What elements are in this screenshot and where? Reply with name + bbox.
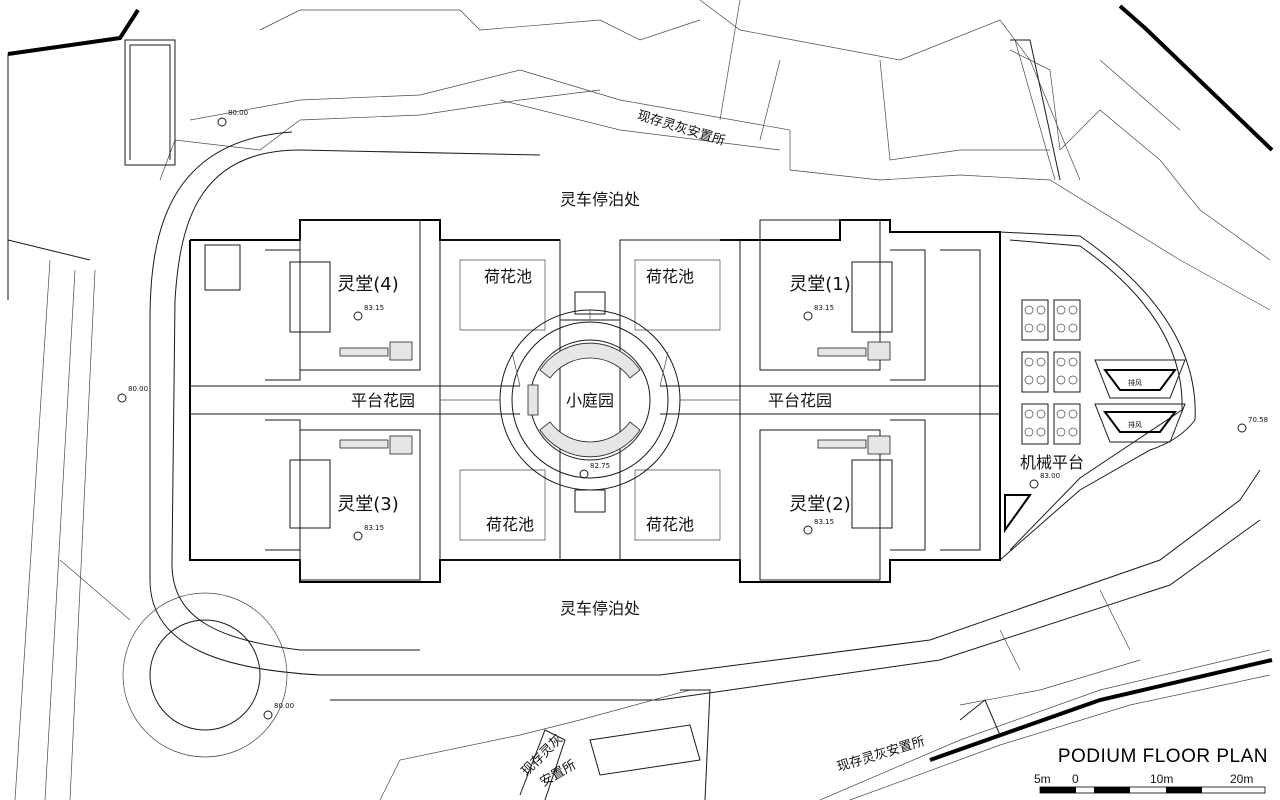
surrounding-site-lines xyxy=(14,0,1271,800)
svg-text:80.00: 80.00 xyxy=(274,702,294,710)
fan-icon xyxy=(1036,375,1046,385)
plan-title: PODIUM FLOOR PLAN xyxy=(1057,746,1268,767)
building-outline xyxy=(189,219,1196,583)
fan-icon xyxy=(1024,323,1034,333)
fan-icon xyxy=(1068,323,1078,333)
fan-icon xyxy=(1056,427,1066,437)
hall-label-4: 灵堂(4) xyxy=(337,274,399,295)
level-marker-courtyard: 82.75 xyxy=(579,462,610,479)
hall-label-2: 灵堂(2) xyxy=(789,494,851,515)
svg-text:80.00: 80.00 xyxy=(128,385,148,393)
small-courtyard-label: 小庭园 xyxy=(566,391,614,410)
fan-unit xyxy=(1053,403,1081,445)
fan-icon xyxy=(1068,375,1078,385)
svg-text:83.15: 83.15 xyxy=(364,524,384,532)
fan-icon xyxy=(1024,409,1034,419)
level-marker-site-bottom: 80.00 xyxy=(263,702,294,720)
fan-icon xyxy=(1056,357,1066,367)
fan-icon xyxy=(1036,305,1046,315)
site-boundary xyxy=(7,4,1274,762)
fan-icon xyxy=(1056,375,1066,385)
fan-icon xyxy=(1056,409,1066,419)
level-marker-site-left: 80.00 xyxy=(117,385,148,403)
fan-icon xyxy=(1036,409,1046,419)
lotus-pond-label-ne: 荷花池 xyxy=(646,267,694,286)
svg-text:80.00: 80.00 xyxy=(228,109,248,117)
level-marker-site-top: 80.00 xyxy=(217,109,248,127)
lotus-pond-label-sw: 荷花池 xyxy=(486,515,534,534)
fan-icon xyxy=(1068,427,1078,437)
fan-icon xyxy=(1036,357,1046,367)
svg-text:82.75: 82.75 xyxy=(590,462,610,470)
courtyard xyxy=(440,309,740,491)
lotus-pond-label-nw: 荷花池 xyxy=(484,267,532,286)
level-marker-hall-1: 83.15 xyxy=(803,304,834,321)
svg-text:83.15: 83.15 xyxy=(814,518,834,526)
fan-unit xyxy=(1021,351,1049,393)
terrace-garden-label-left: 平台花园 xyxy=(351,391,415,410)
svg-text:83.15: 83.15 xyxy=(814,304,834,312)
fan-icon xyxy=(1056,305,1066,315)
hearse-parking-label-bottom: 灵车停泊处 xyxy=(560,599,640,618)
fan-icon xyxy=(1056,323,1066,333)
fan-icon xyxy=(1036,323,1046,333)
vent-label-2: 排风 xyxy=(1128,420,1142,429)
fan-unit xyxy=(1053,299,1081,341)
fan-icon xyxy=(1024,305,1034,315)
scale-bar: 5m 0 10m 20m xyxy=(1034,772,1266,794)
fan-icon xyxy=(1068,357,1078,367)
columbarium-label-bottom-right: 现存灵灰安置所 xyxy=(835,734,926,775)
hall-label-1: 灵堂(1) xyxy=(789,274,851,295)
mech-platform-label: 机械平台 xyxy=(1020,453,1084,472)
columbarium-label-top: 现存灵灰安置所 xyxy=(635,108,726,149)
level-marker-mech: 83.00 xyxy=(1029,472,1060,489)
lotus-pond-label-se: 荷花池 xyxy=(646,515,694,534)
fan-icon xyxy=(1024,375,1034,385)
fan-icon xyxy=(1024,427,1034,437)
level-marker-site-right: 70.58 xyxy=(1237,416,1268,433)
fan-unit xyxy=(1021,299,1049,341)
fan-icon xyxy=(1036,427,1046,437)
scale-label-10m: 10m xyxy=(1150,772,1173,786)
level-marker-hall-2: 83.15 xyxy=(803,518,834,535)
hearse-parking-label-top: 灵车停泊处 xyxy=(560,190,640,209)
svg-text:83.15: 83.15 xyxy=(364,304,384,312)
scale-label-0: 0 xyxy=(1072,772,1079,786)
fan-icon xyxy=(1024,357,1034,367)
vent-label-1: 排风 xyxy=(1128,378,1142,387)
fan-icon xyxy=(1068,409,1078,419)
fan-unit xyxy=(1021,403,1049,445)
terrace-garden-label-right: 平台花园 xyxy=(768,391,832,410)
mech-equipment xyxy=(1021,299,1186,445)
svg-text:70.58: 70.58 xyxy=(1248,416,1268,424)
scale-label-5m: 5m xyxy=(1034,772,1051,786)
fan-unit xyxy=(1053,351,1081,393)
elevation-markers: 80.00 80.00 80.00 83.15 83.15 83.15 83.1… xyxy=(117,109,1268,720)
fan-icon xyxy=(1068,305,1078,315)
hall-label-3: 灵堂(3) xyxy=(337,494,399,515)
svg-text:83.00: 83.00 xyxy=(1040,472,1060,480)
level-marker-hall-4: 83.15 xyxy=(353,304,384,321)
scale-label-20m: 20m xyxy=(1230,772,1253,786)
level-marker-hall-3: 83.15 xyxy=(353,524,384,541)
